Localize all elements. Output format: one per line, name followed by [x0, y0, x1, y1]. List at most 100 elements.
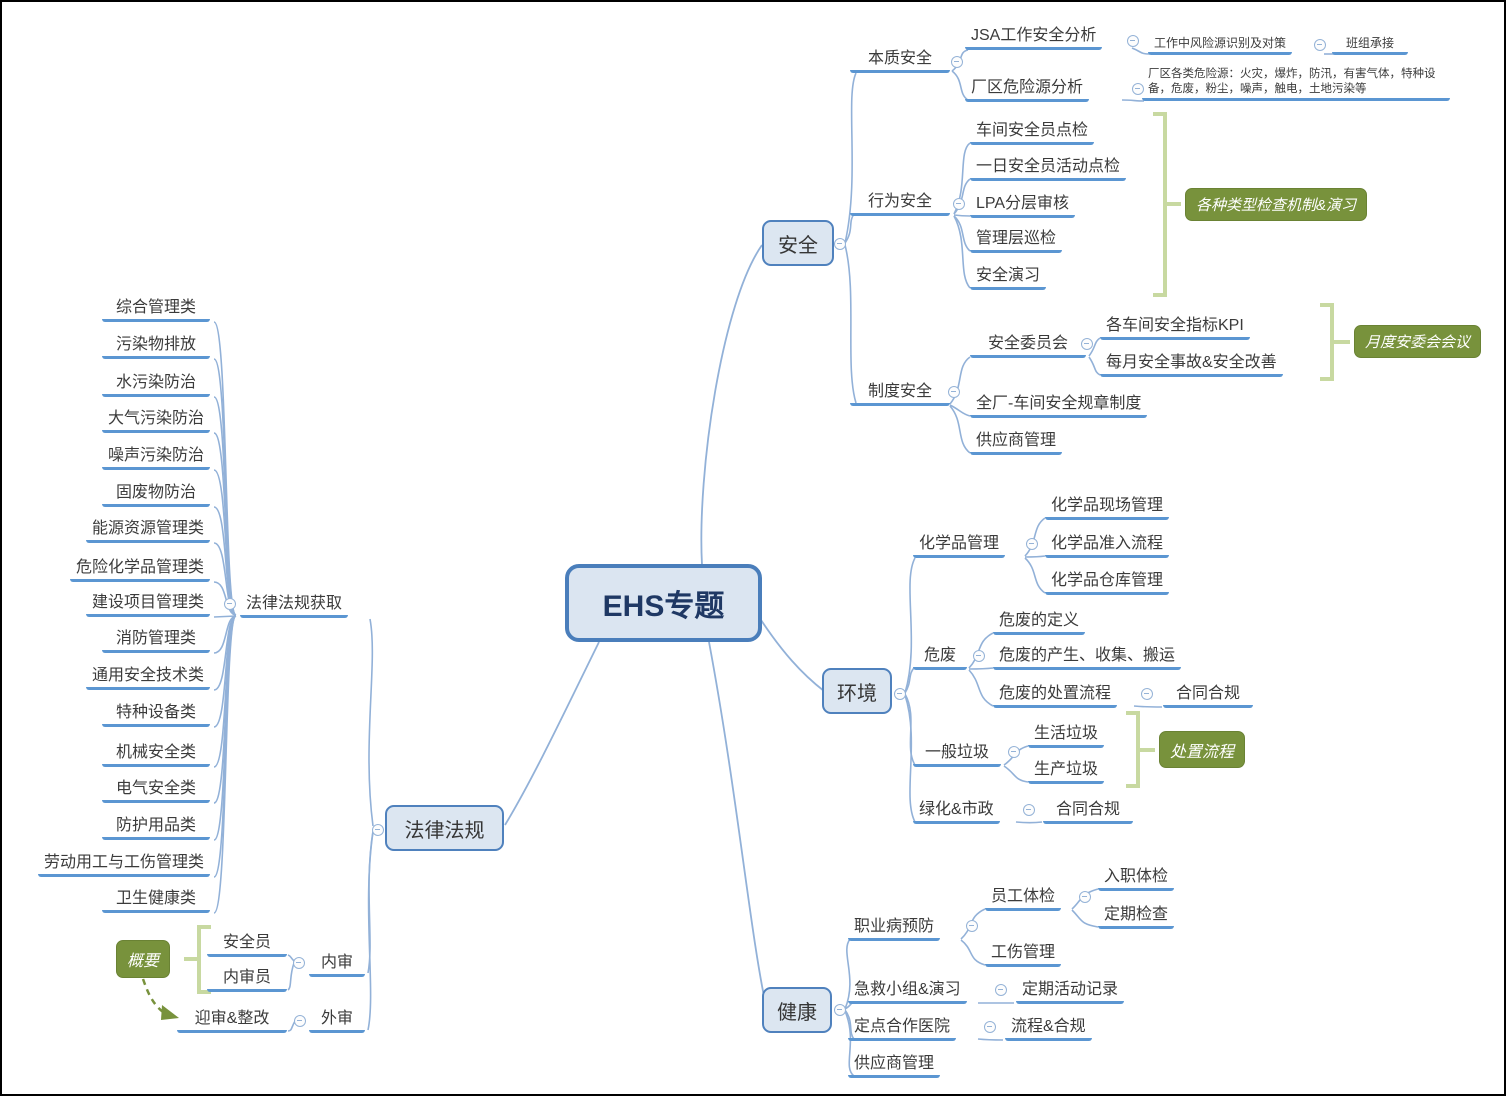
topic-category-labor[interactable]: 劳动用工与工伤管理类 [37, 852, 210, 877]
bracket-inspection [1153, 112, 1181, 297]
topic-risk-identification[interactable]: 工作中风险源识别及对策 [1148, 35, 1293, 55]
topic-activity-record[interactable]: 定期活动记录 [1016, 979, 1125, 1004]
topic-monthly-accident[interactable]: 每月安全事故&安全改善 [1100, 352, 1283, 377]
topic-category-water[interactable]: 水污染防治 [102, 372, 210, 397]
collapse-icon[interactable] [948, 386, 960, 398]
callout-monthly-meeting[interactable]: 月度安委会会议 [1354, 325, 1482, 358]
topic-plant-hazard[interactable]: 厂区危险源分析 [965, 77, 1090, 102]
topic-category-solidwaste[interactable]: 固废物防治 [102, 482, 210, 507]
topic-system-safety[interactable]: 制度安全 [850, 381, 950, 406]
collapse-icon[interactable] [224, 598, 236, 610]
collapse-icon[interactable] [1026, 538, 1038, 550]
topic-internal-auditor[interactable]: 内审员 [207, 967, 287, 992]
topic-category-special-equipment[interactable]: 特种设备类 [102, 702, 210, 727]
root-topic[interactable]: EHS专题 [565, 564, 762, 642]
callout-disposal[interactable]: 处置流程 [1159, 731, 1246, 768]
topic-category-ppe[interactable]: 防护用品类 [102, 815, 210, 840]
topic-injury-mgmt[interactable]: 工伤管理 [985, 942, 1062, 967]
topic-category-air[interactable]: 大气污染防治 [101, 408, 210, 433]
collapse-icon[interactable] [953, 198, 965, 210]
collapse-icon[interactable] [1008, 746, 1020, 758]
topic-greening[interactable]: 绿化&市政 [913, 799, 1000, 824]
topic-category-pollutant[interactable]: 污染物排放 [102, 334, 210, 359]
topic-category-fire[interactable]: 消防管理类 [102, 628, 210, 653]
topic-legal-acquisition[interactable]: 法律法规获取 [240, 593, 349, 618]
topic-production-waste[interactable]: 生产垃圾 [1028, 759, 1105, 784]
topic-hazwaste-contract[interactable]: 合同合规 [1163, 683, 1253, 708]
topic-chemical-access[interactable]: 化学品准入流程 [1045, 533, 1170, 558]
topic-domestic-waste[interactable]: 生活垃圾 [1028, 723, 1105, 748]
callout-summary[interactable]: 概要 [116, 940, 171, 978]
collapse-icon[interactable] [894, 688, 906, 700]
topic-management-patrol[interactable]: 管理层巡检 [970, 228, 1063, 253]
collapse-icon[interactable] [1132, 83, 1144, 95]
topic-hazwaste-definition[interactable]: 危废的定义 [993, 610, 1086, 635]
collapse-icon[interactable] [1023, 804, 1035, 816]
topic-first-aid[interactable]: 急救小组&演习 [848, 979, 967, 1004]
topic-category-electrical[interactable]: 电气安全类 [102, 778, 210, 803]
topic-lpa-audit[interactable]: LPA分层审核 [970, 193, 1076, 218]
topic-category-hazchem[interactable]: 危险化学品管理类 [69, 557, 210, 582]
topic-periodic-checkup[interactable]: 定期检查 [1098, 904, 1175, 929]
collapse-icon[interactable] [834, 238, 846, 250]
topic-category-mechanical[interactable]: 机械安全类 [102, 742, 210, 767]
topic-occupational-disease[interactable]: 职业病预防 [848, 916, 941, 941]
topic-partner-hospital[interactable]: 定点合作医院 [848, 1016, 957, 1041]
topic-hazwaste[interactable]: 危废 [913, 645, 967, 670]
branch-legal[interactable]: 法律法规 [385, 805, 504, 851]
collapse-icon[interactable] [973, 650, 985, 662]
collapse-icon[interactable] [966, 920, 978, 932]
collapse-icon[interactable] [1127, 35, 1139, 47]
topic-category-generaltech[interactable]: 通用安全技术类 [85, 665, 210, 690]
topic-entry-checkup[interactable]: 入职体检 [1098, 866, 1175, 891]
collapse-icon[interactable] [951, 56, 963, 68]
topic-chemical-site[interactable]: 化学品现场管理 [1045, 495, 1170, 520]
callout-inspection[interactable]: 各种类型检查机制&演习 [1185, 188, 1368, 221]
collapse-icon[interactable] [372, 824, 384, 836]
collapse-icon[interactable] [1141, 688, 1153, 700]
topic-external-audit[interactable]: 外审 [309, 1008, 365, 1033]
collapse-icon[interactable] [294, 1015, 306, 1027]
topic-essential-safety[interactable]: 本质安全 [850, 48, 950, 73]
collapse-icon[interactable] [995, 984, 1007, 996]
topic-jsa[interactable]: JSA工作安全分析 [965, 25, 1103, 50]
topic-greening-contract[interactable]: 合同合规 [1043, 799, 1133, 824]
topic-category-general[interactable]: 综合管理类 [102, 297, 210, 322]
topic-audit-rectification[interactable]: 迎审&整改 [177, 1008, 287, 1033]
collapse-icon[interactable] [1079, 891, 1091, 903]
topic-team-accept[interactable]: 班组承接 [1332, 35, 1408, 55]
branch-health[interactable]: 健康 [762, 987, 832, 1033]
collapse-icon[interactable] [834, 1004, 846, 1016]
topic-internal-audit[interactable]: 内审 [309, 952, 365, 977]
topic-plant-hazard-note[interactable]: 厂区各类危险源：火灾，爆炸，防汛，有害气体，特种设备，危废，粉尘，噪声，触电，土… [1142, 67, 1450, 101]
topic-supplier-mgmt-health[interactable]: 供应商管理 [848, 1053, 941, 1078]
collapse-icon[interactable] [1314, 39, 1326, 51]
topic-category-energy[interactable]: 能源资源管理类 [85, 518, 210, 543]
topic-employee-checkup[interactable]: 员工体检 [985, 886, 1062, 911]
topic-chemical-warehouse[interactable]: 化学品仓库管理 [1045, 570, 1170, 595]
branch-safety[interactable]: 安全 [762, 220, 834, 266]
topic-oneday-check[interactable]: 一日安全员活动点检 [970, 156, 1127, 181]
topic-category-hygiene[interactable]: 卫生健康类 [102, 888, 210, 913]
topic-general-waste[interactable]: 一般垃圾 [913, 742, 1001, 767]
topic-hazwaste-generation[interactable]: 危废的产生、收集、搬运 [993, 645, 1182, 670]
topic-safety-rules[interactable]: 全厂-车间安全规章制度 [970, 393, 1148, 418]
topic-safety-drill[interactable]: 安全演习 [970, 265, 1047, 290]
topic-chemical-mgmt[interactable]: 化学品管理 [913, 533, 1006, 558]
topic-process-compliance[interactable]: 流程&合规 [1005, 1016, 1092, 1041]
topic-supplier-mgmt-safety[interactable]: 供应商管理 [970, 430, 1063, 455]
collapse-icon[interactable] [1081, 338, 1093, 350]
topic-category-noise[interactable]: 噪声污染防治 [101, 445, 210, 470]
topic-safety-committee[interactable]: 安全委员会 [970, 333, 1086, 358]
topic-safety-officer[interactable]: 安全员 [207, 932, 287, 957]
topic-category-construction[interactable]: 建设项目管理类 [85, 592, 210, 617]
collapse-icon[interactable] [984, 1021, 996, 1033]
topic-workshop-kpi[interactable]: 各车间安全指标KPI [1100, 315, 1250, 340]
collapse-icon[interactable] [293, 957, 305, 969]
topic-workshop-check[interactable]: 车间安全员点检 [970, 120, 1095, 145]
topic-behavior-safety[interactable]: 行为安全 [850, 191, 950, 216]
topic-hazwaste-disposal[interactable]: 危废的处置流程 [993, 683, 1118, 708]
branch-environment[interactable]: 环境 [822, 668, 892, 714]
